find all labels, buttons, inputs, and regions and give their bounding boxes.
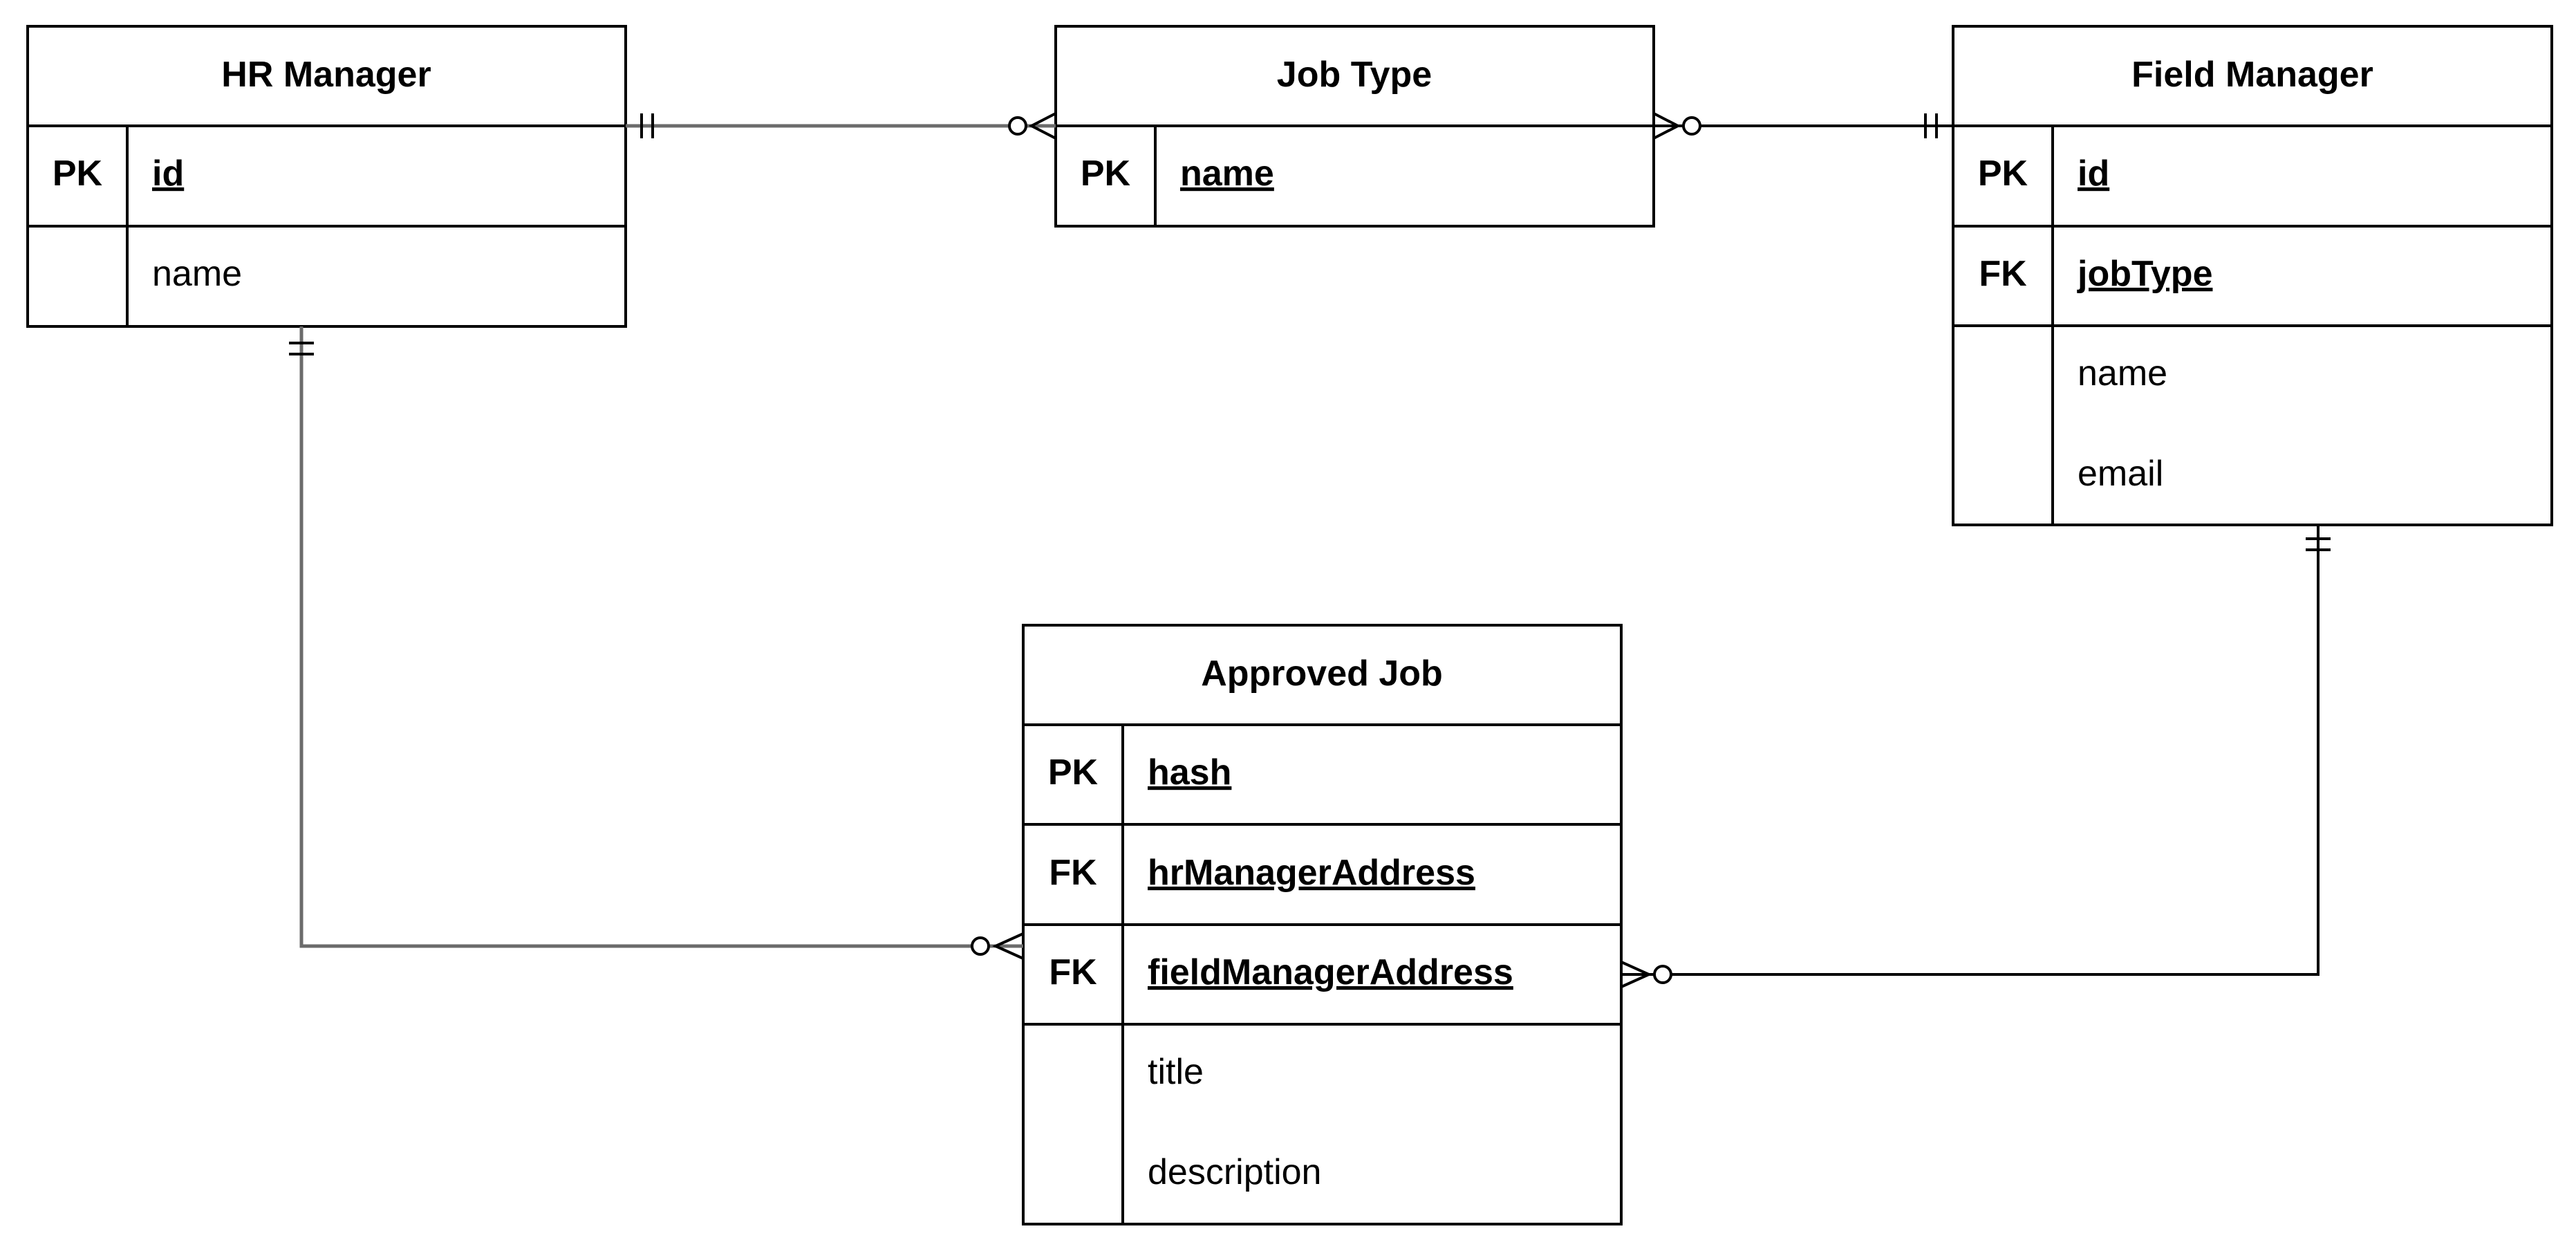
attribute-hash: hash [1148, 752, 1231, 793]
attribute-description: description [1148, 1152, 1321, 1192]
entity-title: HR Manager [221, 55, 431, 95]
entity-field-manager[interactable]: Field Manager PK id FK jobType name emai… [1952, 25, 2553, 526]
entity-title: Job Type [1277, 55, 1432, 95]
key-badge: PK [1081, 154, 1131, 194]
connector-line [299, 326, 1023, 948]
one-mandatory-marker [1924, 113, 1938, 138]
zero-or-many-marker [1008, 112, 1056, 140]
attribute-id: id [152, 154, 184, 194]
attribute-title: title [1148, 1052, 1204, 1092]
attribute-hrmanageraddress: hrManagerAddress [1148, 853, 1475, 893]
relationship-job-type-field-manager[interactable] [1653, 112, 1953, 140]
zero-or-many-marker [1621, 961, 1672, 988]
key-badge: FK [1979, 254, 2027, 294]
entity-box [1952, 25, 2553, 526]
attribute-id: id [2078, 154, 2109, 194]
attribute-jobtype: jobType [2077, 254, 2212, 294]
attribute-name: name [1180, 154, 1274, 194]
key-badge: FK [1049, 853, 1097, 893]
one-mandatory-marker [2306, 537, 2331, 551]
relationship-hr-manager-approved-job[interactable] [289, 326, 1024, 960]
attribute-email: email [2078, 454, 2163, 494]
one-mandatory-marker [640, 113, 654, 138]
key-badge: PK [1978, 154, 2028, 194]
entity-approved-job[interactable]: Approved Job PK hash FK hrManagerAddress… [1022, 624, 1623, 1225]
attribute-name: name [2078, 353, 2167, 394]
connector-line [1621, 525, 2320, 976]
attribute-fieldmanageraddress: fieldManagerAddress [1148, 952, 1513, 992]
zero-or-many-marker [971, 932, 1024, 960]
key-badge: FK [1049, 952, 1097, 992]
entity-title: Approved Job [1201, 654, 1443, 694]
one-mandatory-marker [289, 342, 314, 355]
entity-job-type[interactable]: Job Type PK name [1054, 25, 1655, 228]
entity-title: Field Manager [2131, 55, 2373, 95]
relationship-field-manager-approved-job[interactable] [1621, 525, 2331, 988]
key-badge: PK [1048, 752, 1099, 793]
zero-or-many-marker [1653, 112, 1701, 140]
attribute-name: name [152, 254, 242, 294]
key-badge: PK [53, 154, 103, 194]
relationship-hr-manager-job-type[interactable] [626, 112, 1056, 140]
entity-hr-manager[interactable]: HR Manager PK id name [26, 25, 627, 328]
